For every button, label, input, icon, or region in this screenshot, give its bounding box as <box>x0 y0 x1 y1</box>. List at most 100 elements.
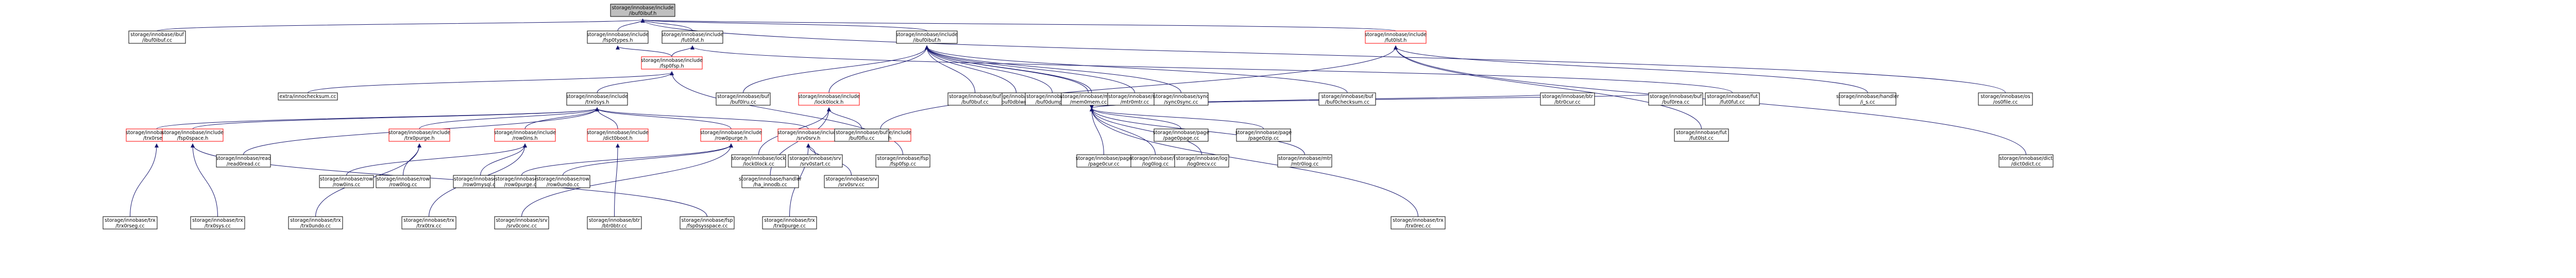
node-trx0undo-cc[interactable]: storage/innobase/trx/trx0undo.cc <box>288 216 343 230</box>
node-label: storage/innobase/fsp <box>877 156 929 161</box>
node-label: storage/innobase/srv <box>825 176 877 182</box>
node-row0log-cc[interactable]: storage/innobase/row/row0log.cc <box>376 175 431 188</box>
node-buf0rea-cc[interactable]: storage/innobase/buf/buf0rea.cc <box>1648 92 1703 106</box>
edge-trx0rseg-h-to-trx0sys-h <box>156 107 599 129</box>
node-label: /buf0dblwr.cc <box>1000 100 1033 105</box>
node-handler-i-s[interactable]: storage/innobase/handler/i_s.cc <box>1836 92 1899 106</box>
node-srv0start-cc[interactable]: storage/innobase/srv/srv0start.cc <box>788 154 843 168</box>
node-log0log-cc[interactable]: storage/innobase/log/log0log.cc <box>1128 154 1183 168</box>
node-row0ins-h[interactable]: storage/innobase/include/row0ins.h <box>494 128 556 142</box>
node-lock0lock-h[interactable]: storage/innobase/include/lock0lock.h <box>798 92 860 106</box>
node-trx0sys-cc[interactable]: storage/innobase/trx/trx0sys.cc <box>190 216 245 230</box>
edge-ibuf0checksum-to-ibuf0ibuf-h <box>925 45 1348 93</box>
node-label: storage/innobase/mtr <box>1278 156 1331 161</box>
node-label: /mtr0log.cc <box>1291 161 1318 167</box>
node-label: storage/innobase/row <box>536 176 589 182</box>
node-fsp0sysspace[interactable]: storage/innobase/fsp/fsp0sysspace.cc <box>680 216 735 230</box>
node-label: /row0undo.cc <box>547 182 580 188</box>
edge-fut0fut-cc-to-fut0fut-h <box>690 45 1733 93</box>
node-buf0buf-cc[interactable]: storage/innobase/buf/buf0buf.cc <box>947 92 1003 106</box>
edge-fut0fut-h2-to-fut0lst-h <box>880 45 1398 129</box>
node-label: /fsp0space.h <box>177 136 208 141</box>
node-fut0fut-cc[interactable]: storage/innobase/fut/fut0fut.cc <box>1705 92 1760 106</box>
node-trx0rec-cc[interactable]: storage/innobase/trx/trx0rec.cc <box>1391 216 1446 230</box>
node-srv0conc-cc[interactable]: storage/innobase/srv/srv0conc.cc <box>494 216 549 230</box>
edge-row0ins-h-to-trx0sys-h <box>524 107 599 129</box>
node-fsp0fsp-cc[interactable]: storage/innobase/fsp/fsp0fsp.cc <box>875 154 930 168</box>
node-os0file-cc[interactable]: storage/innobase/os/os0file.cc <box>1978 92 2033 106</box>
node-fsp0space-h[interactable]: storage/innobase/include/fsp0space.h <box>162 128 224 142</box>
edge-btr0btr-cc-to-dict0boot-h <box>614 143 620 217</box>
node-label: storage/innobase/include <box>896 32 958 38</box>
node-log0recv-cc[interactable]: storage/innobase/log/log0recv.cc <box>1174 154 1229 168</box>
node-trx0purge-h[interactable]: storage/innobase/include/trx0purge.h <box>388 128 450 142</box>
node-label: /read0read.cc <box>227 161 261 167</box>
node-ibuf-h-extra[interactable]: storage/innobase/read/read0read.cc <box>216 154 271 168</box>
node-extra-checksum[interactable]: extra/innochecksum.cc <box>278 92 338 101</box>
node-dict0dict-cc[interactable]: storage/innobase/dict/dict0dict.cc <box>1998 154 2054 168</box>
node-buf0flu-cc[interactable]: storage/innobase/buf/buf0flu.cc <box>834 128 889 142</box>
node-srv0srv-cc[interactable]: storage/innobase/srv/srv0srv.cc <box>824 175 879 188</box>
edge-fsp0space-h-to-trx0sys-h <box>192 107 599 129</box>
node-box <box>798 92 860 106</box>
node-ibuf0ibuf-cc[interactable]: storage/innobase/ibuf/ibuf0ibuf.cc <box>128 30 186 44</box>
node-label: /trx0trx.cc <box>416 223 442 229</box>
node-label: /page0page.cc <box>1163 136 1199 141</box>
node-row0undo-cc[interactable]: storage/innobase/row/row0undo.cc <box>535 175 590 188</box>
node-box <box>1391 216 1446 230</box>
node-fut0lst-cc[interactable]: storage/innobase/fut/fut0lst.cc <box>1674 128 1729 142</box>
node-fut0lst-h[interactable]: storage/innobase/include/fut0lst.h <box>1365 30 1427 44</box>
node-trx0trx-cc[interactable]: storage/innobase/trx/trx0trx.cc <box>401 216 456 230</box>
node-label: /trx0rseg.cc <box>115 223 144 229</box>
node-box <box>1674 128 1729 142</box>
node-root[interactable]: storage/innobase/include/ibuf0ibuf.h <box>610 4 675 17</box>
node-srv0srv-h[interactable]: storage/innobase/include/srv0srv.h <box>777 128 839 142</box>
edge-page0page-cc-to-page0page-h <box>1090 107 1181 129</box>
node-ibuf0checksum[interactable]: storage/innobase/buf/buf0checksum.cc <box>1318 92 1376 106</box>
node-mem0mem-cc[interactable]: storage/innobase/mem/mem0mem.cc <box>1060 92 1117 106</box>
node-box <box>128 30 186 44</box>
node-label: storage/innobase/include <box>662 32 723 38</box>
node-label: /fsp0sysspace.cc <box>686 223 727 229</box>
node-label: /trx0sys.h <box>585 100 609 105</box>
node-box <box>401 216 456 230</box>
node-dict0boot-h[interactable]: storage/innobase/include/dict0boot.h <box>587 128 649 142</box>
node-fsp0types-h[interactable]: storage/innobase/include/fsp0types.h <box>587 30 649 44</box>
node-trx0rseg-cc[interactable]: storage/innobase/trx/trx0rseg.cc <box>103 216 158 230</box>
node-handler-cc[interactable]: storage/innobase/handler/ha_innodb.cc <box>739 175 802 188</box>
node-label: /buf0dump.cc <box>1036 100 1069 105</box>
node-lock0lock-cc[interactable]: storage/innobase/lock/lock0lock.cc <box>731 154 786 168</box>
node-label: storage/innobase/trx <box>290 218 341 223</box>
node-label: storage/innobase/btr <box>589 218 640 223</box>
node-ibuf0ibuf-h[interactable]: storage/innobase/include/ibuf0ibuf.h <box>896 30 958 44</box>
node-label: /fsp0fsp.cc <box>890 161 916 167</box>
node-page0zip-cc[interactable]: storage/innobase/page/page0zip.cc <box>1235 128 1292 142</box>
node-page0page-cc[interactable]: storage/innobase/page/page0page.cc <box>1153 128 1210 142</box>
node-label: /os0file.cc <box>1993 100 2018 105</box>
node-label: storage/innobase/include <box>494 130 556 136</box>
node-label: /row0ins.cc <box>333 182 361 188</box>
node-mtr0log-cc[interactable]: storage/innobase/mtr/mtr0log.cc <box>1277 154 1332 168</box>
node-page0cur-cc[interactable]: storage/innobase/page/page0cur.cc <box>1076 154 1132 168</box>
node-label: /srv0start.cc <box>800 161 831 167</box>
node-trx0purge-cc[interactable]: storage/innobase/trx/trx0purge.cc <box>762 216 817 230</box>
node-label: storage/innobase/log <box>1176 156 1227 161</box>
node-trx0sys-h[interactable]: storage/innobase/include/trx0sys.h <box>566 92 628 106</box>
node-btr0cur-cc[interactable]: storage/innobase/btr/btr0cur.cc <box>1540 92 1595 106</box>
node-row0purge-h[interactable]: storage/innobase/include/row0purge.h <box>700 128 762 142</box>
node-buf0lru-cc[interactable]: storage/innobase/buf/buf0lru.cc <box>716 92 771 106</box>
edge-log0log-cc-to-page0page-h <box>1090 107 1156 155</box>
node-label: storage/innobase/log <box>1129 156 1181 161</box>
edge-fut0lst-h-to-root <box>641 19 1396 31</box>
node-label: /row0log.cc <box>389 182 417 188</box>
node-row0ins-cc[interactable]: storage/innobase/row/row0ins.cc <box>319 175 374 188</box>
node-label: storage/innobase/trx <box>1393 218 1444 223</box>
node-label: storage/innobase/read <box>216 156 271 161</box>
node-fsp0fsp-h[interactable]: storage/innobase/include/fsp0fsp.h <box>641 56 703 70</box>
node-sync0sync-cc[interactable]: storage/innobase/sync/sync0sync.cc <box>1154 92 1209 106</box>
node-label: storage/innobase/include <box>777 130 839 136</box>
edge-mem0mem-cc-to-ibuf0ibuf-h <box>925 45 1089 93</box>
node-label: storage/innobase/buf <box>1650 94 1702 100</box>
node-btr0btr-cc[interactable]: storage/innobase/btr/btr0btr.cc <box>587 216 642 230</box>
node-fut0fut-h[interactable]: storage/innobase/include/fut0fut.h <box>662 30 723 44</box>
